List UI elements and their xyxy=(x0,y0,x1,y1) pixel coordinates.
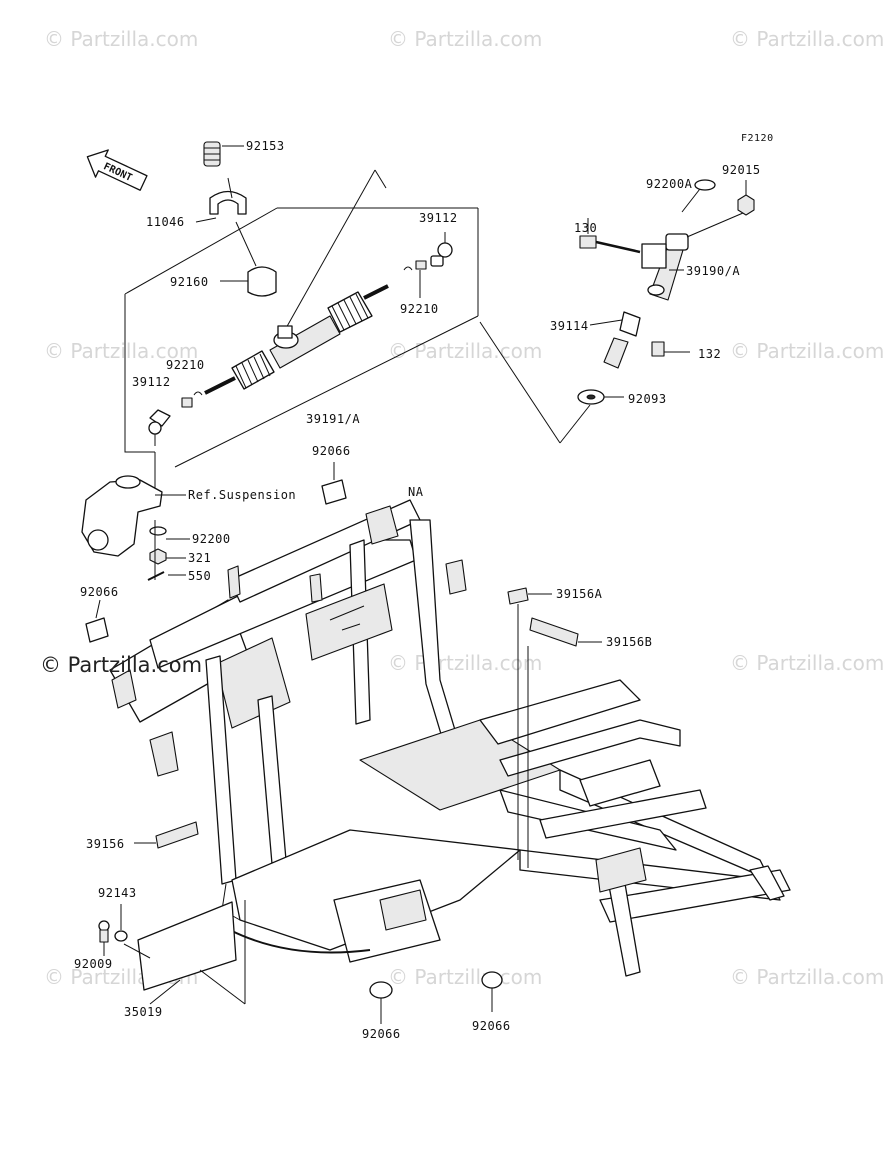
callout-92009[interactable]: 92009 xyxy=(74,957,113,971)
part-92160-bushing xyxy=(220,177,277,297)
part-92066-grommet-bottom-left xyxy=(369,981,393,1024)
callout-35019[interactable]: 35019 xyxy=(124,1005,163,1019)
part-11046-clamp xyxy=(195,190,247,223)
part-92066-grommet-bottom-right xyxy=(481,971,503,1012)
part-39112-tie-rod-left xyxy=(148,391,203,446)
callout-39156A[interactable]: 39156A xyxy=(556,587,603,601)
watermark: © Partzilla.com xyxy=(44,27,198,51)
callout-92200[interactable]: 92200 xyxy=(192,532,231,546)
part-39191-steering-rack xyxy=(204,284,389,395)
callout-ref-suspension[interactable]: Ref.Suspension xyxy=(188,488,296,502)
watermark-dark: © Partzilla.com xyxy=(40,653,202,677)
diagram-code: F2120 xyxy=(741,133,774,144)
front-arrow-icon: FRONT xyxy=(86,149,148,191)
watermark: © Partzilla.com xyxy=(388,27,542,51)
skid-plate-hardware xyxy=(98,904,128,956)
callout-92153[interactable]: 92153 xyxy=(246,139,285,153)
part-92093-grommet xyxy=(577,389,624,405)
watermark: © Partzilla.com xyxy=(730,339,884,363)
callout-92066-top[interactable]: 92066 xyxy=(312,444,351,458)
callout-92143[interactable]: 92143 xyxy=(98,886,137,900)
callout-130[interactable]: 130 xyxy=(574,221,597,235)
watermark: © Partzilla.com xyxy=(730,651,884,675)
callout-92066-left[interactable]: 92066 xyxy=(80,585,119,599)
callout-11046[interactable]: 11046 xyxy=(146,215,185,229)
watermark: © Partzilla.com xyxy=(730,27,884,51)
part-39190-steering-column xyxy=(641,184,751,301)
callout-39190[interactable]: 39190/A xyxy=(686,264,740,278)
watermark: © Partzilla.com xyxy=(730,965,884,989)
part-39156-pad xyxy=(134,821,199,849)
part-39156B-pad xyxy=(527,617,602,868)
callout-labels: 92153 11046 92160 39112 92210 92210 3911… xyxy=(74,139,761,1041)
callout-39191[interactable]: 39191/A xyxy=(306,412,360,426)
callout-na[interactable]: NA xyxy=(408,485,424,499)
part-92153-boot xyxy=(203,141,244,167)
part-knuckle-ref xyxy=(81,475,186,557)
watermark: © Partzilla.com xyxy=(388,339,542,363)
callout-132[interactable]: 132 xyxy=(698,347,721,361)
callout-39114[interactable]: 39114 xyxy=(550,319,589,333)
part-39114-joint xyxy=(589,311,690,369)
callout-92210-right[interactable]: 92210 xyxy=(400,302,439,316)
part-39156A-pad xyxy=(507,587,552,860)
part-39112-tie-rod-right xyxy=(403,232,453,298)
callout-92200A[interactable]: 92200A xyxy=(646,177,693,191)
knuckle-hardware xyxy=(147,520,190,581)
callout-92015[interactable]: 92015 xyxy=(722,163,761,177)
part-92066-grommet-top xyxy=(321,462,347,505)
callout-92066-bottom-left[interactable]: 92066 xyxy=(362,1027,401,1041)
watermark: © Partzilla.com xyxy=(44,339,198,363)
rack-assembly-frame xyxy=(124,169,591,495)
part-92066-grommet-left xyxy=(85,599,109,643)
callout-550[interactable]: 550 xyxy=(188,569,211,583)
callout-92093[interactable]: 92093 xyxy=(628,392,667,406)
callout-39112-left[interactable]: 39112 xyxy=(132,375,171,389)
callout-39156[interactable]: 39156 xyxy=(86,837,125,851)
frame-main xyxy=(109,499,791,977)
watermark: © Partzilla.com xyxy=(388,965,542,989)
callout-92210-left[interactable]: 92210 xyxy=(166,358,205,372)
callout-321[interactable]: 321 xyxy=(188,551,211,565)
column-hardware xyxy=(579,179,755,254)
callout-92066-bottom-right[interactable]: 92066 xyxy=(472,1019,511,1033)
callout-39112-right[interactable]: 39112 xyxy=(419,211,458,225)
part-35019-skid-plate xyxy=(123,900,246,1005)
watermark: © Partzilla.com xyxy=(388,651,542,675)
watermarks: © Partzilla.com © Partzilla.com © Partzi… xyxy=(44,27,884,989)
callout-92160[interactable]: 92160 xyxy=(170,275,209,289)
callout-39156B[interactable]: 39156B xyxy=(606,635,652,649)
